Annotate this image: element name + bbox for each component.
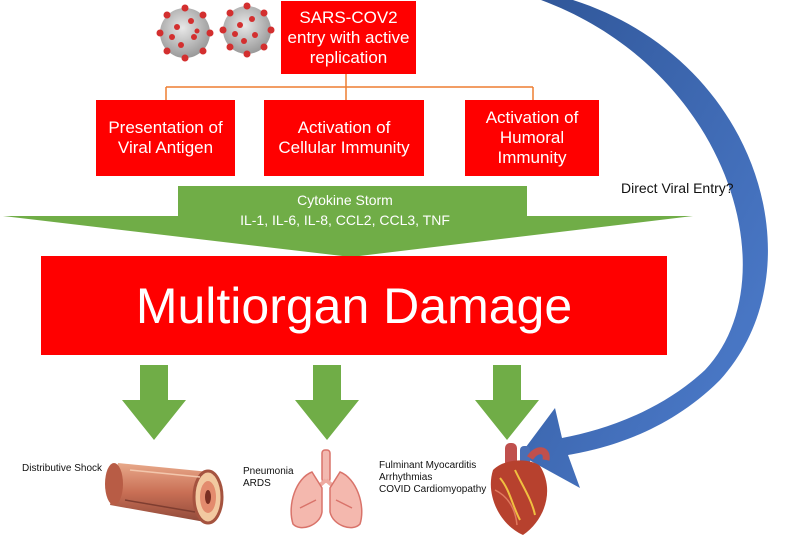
virus-icon [219,2,275,58]
antigen-presentation-box: Presentation of Viral Antigen [96,100,235,176]
outcome-line: Pneumonia [243,466,294,477]
lung-outcome-text: Pneumonia ARDS [243,466,294,490]
outcome-line: ARDS [243,478,271,489]
shock-outcome-text: Distributive Shock [22,463,102,475]
direct-entry-arrow [520,0,768,488]
blood-vessel-image [105,463,224,525]
down-arrow [295,365,359,440]
sars-cov2-entry-box: SARS-COV2 entry with active replication [281,1,416,74]
cellular-immunity-label: Activation of Cellular Immunity [278,118,410,157]
cytokine-storm-title: Cytokine Storm [297,192,393,208]
sars-cov2-entry-label: SARS-COV2 entry with active replication [287,7,410,67]
heart-image [490,443,550,535]
humoral-immunity-label: Activation of Humoral Immunity [485,108,579,167]
outcome-line: Arrhythmias [379,472,433,483]
outcome-line: Fulminant Myocarditis [379,460,477,471]
connector-lines [165,74,534,100]
cytokine-storm-text: Cytokine Storm IL-1, IL-6, IL-8, CCL2, C… [140,190,550,230]
cytokine-list: IL-1, IL-6, IL-8, CCL2, CCL3, TNF [240,212,450,228]
multiorgan-damage-label: Multiorgan Damage [135,277,573,334]
virus-icon [156,4,214,62]
direct-viral-entry-label: Direct Viral Entry? [621,180,734,196]
cellular-immunity-box: Activation of Cellular Immunity [264,100,424,176]
humoral-immunity-box: Activation of Humoral Immunity [465,100,599,176]
down-arrow [122,365,186,440]
outcome-line: COVID Cardiomyopathy [379,484,487,495]
heart-outcome-text: Fulminant Myocarditis Arrhythmias COVID … [379,460,486,496]
down-arrow [475,365,539,440]
outcome-line: Distributive Shock [22,463,103,474]
lungs-image [290,449,363,529]
cytokine-storm-arrow [3,186,693,257]
antigen-presentation-label: Presentation of Viral Antigen [108,118,223,157]
multiorgan-damage-box: Multiorgan Damage [41,256,667,355]
